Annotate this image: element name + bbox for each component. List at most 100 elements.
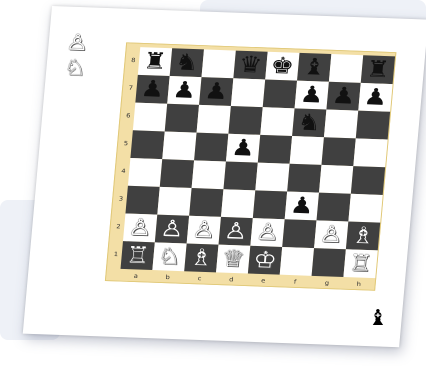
black-piece[interactable]: ♛: [238, 53, 263, 77]
square-c5[interactable]: [194, 133, 228, 162]
black-piece[interactable]: ♝: [302, 56, 327, 80]
square-b8[interactable]: ♞: [170, 48, 204, 77]
white-piece[interactable]: ♙: [127, 216, 152, 240]
square-f1[interactable]: [280, 247, 314, 276]
square-g7[interactable]: ♟: [326, 82, 360, 111]
black-piece[interactable]: ♞: [174, 51, 199, 75]
square-h2[interactable]: ♗: [346, 222, 380, 251]
square-d3[interactable]: [221, 189, 255, 218]
square-h3[interactable]: [348, 194, 382, 223]
white-piece[interactable]: ♗: [189, 246, 214, 270]
square-b3[interactable]: [157, 187, 191, 216]
white-piece[interactable]: ♔: [252, 248, 277, 272]
square-e1[interactable]: ♔: [248, 246, 282, 275]
white-piece[interactable]: ♙: [319, 223, 344, 247]
chess-board[interactable]: ♜♞♛♚♝♜♟♟♟♟♟♟♞♟♟♙♙♙♙♙♙♗♖♘♗♕♔♖: [121, 47, 396, 278]
square-e2[interactable]: ♙: [250, 218, 284, 247]
square-c1[interactable]: ♗: [184, 243, 218, 272]
square-b6[interactable]: [165, 104, 199, 133]
square-d6[interactable]: [228, 106, 262, 135]
white-piece[interactable]: ♙: [255, 221, 280, 245]
square-d4[interactable]: [223, 161, 257, 190]
square-h1[interactable]: ♖: [343, 249, 377, 278]
captured-white-knight-icon: ♘: [63, 55, 94, 81]
square-c3[interactable]: [189, 188, 223, 217]
square-g4[interactable]: [319, 165, 353, 194]
black-piece[interactable]: ♞: [297, 111, 322, 135]
square-a7[interactable]: ♟: [135, 75, 169, 104]
square-d2[interactable]: ♙: [219, 217, 253, 246]
square-c2[interactable]: ♙: [187, 216, 221, 245]
square-g3[interactable]: [317, 193, 351, 222]
square-e6[interactable]: [260, 107, 294, 136]
square-c6[interactable]: [197, 105, 231, 134]
white-piece[interactable]: ♘: [157, 245, 182, 269]
square-d5[interactable]: ♟: [226, 134, 260, 163]
square-d1[interactable]: ♕: [216, 245, 250, 274]
white-piece[interactable]: ♙: [223, 220, 248, 244]
square-h5[interactable]: [353, 138, 387, 167]
black-piece[interactable]: ♟: [230, 136, 255, 160]
square-f8[interactable]: ♝: [297, 53, 331, 82]
square-a3[interactable]: [125, 186, 159, 215]
square-b2[interactable]: ♙: [155, 215, 189, 244]
square-b4[interactable]: [160, 159, 194, 188]
square-a6[interactable]: [133, 103, 167, 132]
white-piece[interactable]: ♙: [191, 218, 216, 242]
square-d7[interactable]: [231, 78, 265, 107]
turn-indicator-icon: ♝: [368, 306, 388, 331]
file-label: d: [215, 276, 247, 284]
white-piece[interactable]: ♖: [125, 244, 150, 268]
black-piece[interactable]: ♜: [142, 50, 167, 74]
black-piece[interactable]: ♟: [289, 194, 314, 218]
square-h4[interactable]: [351, 166, 385, 195]
square-b7[interactable]: ♟: [167, 76, 201, 105]
square-f5[interactable]: [290, 136, 324, 165]
black-piece[interactable]: ♟: [363, 86, 388, 110]
square-b5[interactable]: [162, 131, 196, 160]
square-f7[interactable]: ♟: [295, 81, 329, 110]
square-g2[interactable]: ♙: [314, 220, 348, 249]
square-e5[interactable]: [258, 135, 292, 164]
square-c4[interactable]: [192, 160, 226, 189]
square-f3[interactable]: ♟: [285, 192, 319, 221]
square-a5[interactable]: [130, 130, 164, 159]
square-h8[interactable]: ♜: [361, 55, 395, 84]
file-label: a: [120, 272, 152, 280]
black-piece[interactable]: ♟: [140, 78, 165, 102]
file-label: f: [279, 278, 311, 286]
white-piece[interactable]: ♕: [220, 247, 245, 271]
square-b1[interactable]: ♘: [152, 242, 186, 271]
square-c7[interactable]: ♟: [199, 77, 233, 106]
black-piece[interactable]: ♟: [331, 84, 356, 108]
square-g6[interactable]: [324, 109, 358, 138]
square-e4[interactable]: [255, 163, 289, 192]
white-piece[interactable]: ♖: [348, 252, 373, 276]
black-piece[interactable]: ♚: [270, 54, 295, 78]
square-g1[interactable]: [312, 248, 346, 277]
black-piece[interactable]: ♟: [299, 83, 324, 107]
black-piece[interactable]: ♟: [204, 80, 229, 104]
square-e7[interactable]: [263, 79, 297, 108]
square-h7[interactable]: ♟: [358, 83, 392, 112]
square-h6[interactable]: [356, 111, 390, 140]
square-f6[interactable]: ♞: [292, 108, 326, 137]
black-piece[interactable]: ♟: [172, 79, 197, 103]
black-piece[interactable]: ♜: [365, 58, 390, 82]
white-piece[interactable]: ♙: [159, 217, 184, 241]
square-a2[interactable]: ♙: [123, 213, 157, 242]
square-g8[interactable]: [329, 54, 363, 83]
square-d8[interactable]: ♛: [233, 51, 267, 80]
square-a1[interactable]: ♖: [121, 241, 155, 270]
square-e3[interactable]: [253, 190, 287, 219]
square-c8[interactable]: [202, 49, 236, 78]
square-e8[interactable]: ♚: [265, 52, 299, 81]
square-g5[interactable]: [321, 137, 355, 166]
square-f2[interactable]: [282, 219, 316, 248]
square-a8[interactable]: ♜: [138, 47, 172, 76]
white-piece[interactable]: ♗: [350, 224, 375, 248]
file-label: g: [311, 279, 343, 287]
square-f4[interactable]: [287, 164, 321, 193]
square-a4[interactable]: [128, 158, 162, 187]
